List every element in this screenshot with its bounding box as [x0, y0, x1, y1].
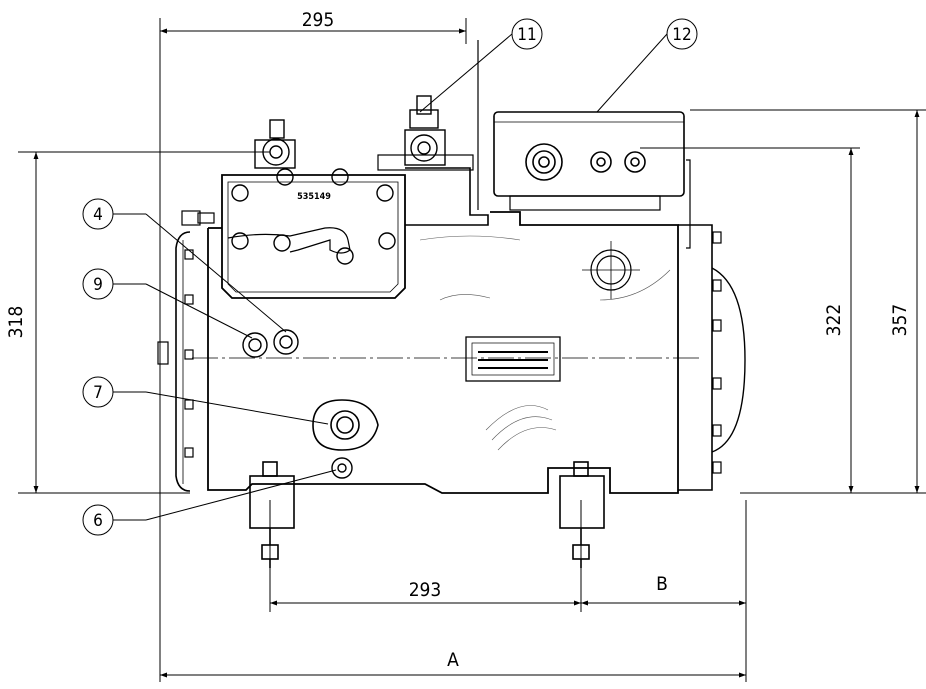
callout-label-7: 7 [93, 383, 103, 403]
dim-322: 322 [823, 304, 845, 337]
right-end-cover [678, 224, 713, 491]
oil-fitting-left [181, 210, 215, 226]
dim-B: B [656, 573, 668, 595]
dimension-lines [18, 18, 926, 682]
casting-texture [419, 235, 671, 451]
cylinder-head-left [221, 174, 406, 299]
head-bolts [231, 168, 396, 265]
terminal-box [493, 111, 685, 211]
dim-318: 318 [5, 306, 27, 339]
callout-label-12: 12 [672, 25, 691, 45]
dim-A: A [447, 649, 459, 671]
right-cover-bolts [712, 231, 722, 474]
callout-label-9: 9 [93, 275, 103, 295]
left-cover-bolts [157, 249, 194, 458]
suction-valve [254, 119, 296, 169]
left-end-cover [175, 231, 191, 492]
mounting-foot-right [559, 461, 605, 568]
callout-label-6: 6 [93, 511, 103, 531]
dim-357: 357 [889, 304, 911, 337]
nameplate [465, 336, 561, 382]
callouts [82, 18, 698, 536]
callout-9 [82, 268, 253, 339]
mounting-foot-left [249, 461, 295, 568]
oil-ports [242, 329, 299, 358]
callout-12 [596, 18, 698, 113]
callout-label-11: 11 [517, 25, 536, 45]
cylinder-head-right [405, 167, 489, 226]
dim-295: 295 [302, 9, 335, 31]
callout-11 [419, 18, 543, 113]
callout-4 [82, 198, 287, 333]
callout-7 [82, 376, 329, 425]
head-cover-number: 535149 [297, 192, 331, 202]
oil-drain [331, 457, 353, 479]
callout-6 [82, 469, 337, 536]
suction-flange [312, 399, 379, 451]
discharge-valve [404, 95, 446, 166]
callout-label-4: 4 [93, 205, 103, 225]
dim-293: 293 [409, 579, 442, 601]
main-housing [207, 211, 679, 494]
sight-target [582, 241, 640, 299]
compressor-body [157, 40, 746, 568]
